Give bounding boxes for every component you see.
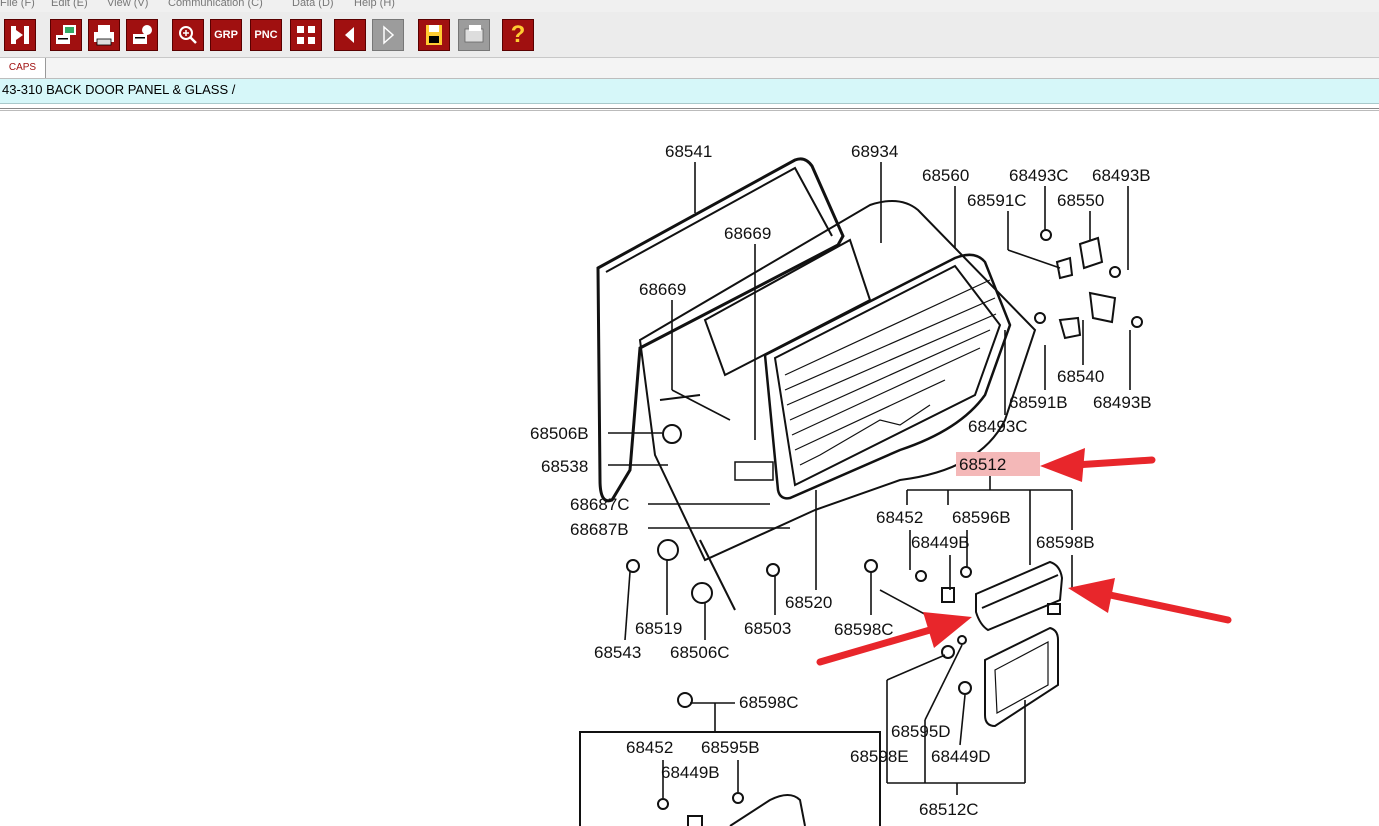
callout-68687b[interactable]: 68687B — [570, 520, 629, 539]
menu-help[interactable]: Help (H) — [354, 0, 395, 9]
zoom-button[interactable] — [172, 19, 204, 51]
callout-68595b[interactable]: 68595B — [701, 738, 760, 757]
print-setup-button[interactable] — [126, 19, 158, 51]
open-button[interactable] — [458, 19, 490, 51]
callout-68598e[interactable]: 68598E — [850, 747, 909, 766]
callout-68520[interactable]: 68520 — [785, 593, 832, 612]
red-arrows — [816, 448, 1232, 666]
callout-68598c[interactable]: 68598C — [834, 620, 894, 639]
grid-icon — [297, 26, 315, 44]
callout-68452-lower[interactable]: 68452 — [626, 738, 673, 757]
callout-68598b[interactable]: 68598B — [1036, 533, 1095, 552]
tab-caps[interactable]: CAPS — [0, 58, 46, 78]
magnifier-icon — [179, 26, 197, 44]
arrowhead-1 — [1040, 448, 1085, 482]
arrow-2 — [1106, 591, 1232, 624]
callout-68543[interactable]: 68543 — [594, 643, 641, 662]
leader-lines — [608, 162, 1131, 798]
printer-icon — [94, 25, 114, 46]
callout-68493c-top[interactable]: 68493C — [1009, 166, 1069, 185]
menu-file[interactable]: File (F) — [0, 0, 35, 9]
arrow-left-icon — [345, 27, 354, 43]
door-drawing — [579, 157, 1143, 826]
tab-strip: CAPS — [0, 58, 1379, 79]
callout-68598c-lower[interactable]: 68598C — [739, 693, 799, 712]
previous-button[interactable] — [334, 19, 366, 51]
divider — [0, 108, 1379, 111]
thumbnails-button[interactable] — [290, 19, 322, 51]
menu-data[interactable]: Data (D) — [292, 0, 334, 9]
callout-68540[interactable]: 68540 — [1057, 367, 1104, 386]
callout-68934[interactable]: 68934 — [851, 142, 898, 161]
callout-labels: 68541 68934 68560 68493C 68493B 68591C 6… — [530, 142, 1152, 819]
callout-68506b[interactable]: 68506B — [530, 424, 589, 443]
callout-68512[interactable]: 68512 — [959, 455, 1006, 474]
callout-68669-a[interactable]: 68669 — [724, 224, 771, 243]
callout-68541[interactable]: 68541 — [665, 142, 712, 161]
callout-68506c[interactable]: 68506C — [670, 643, 730, 662]
help-button[interactable]: ? — [502, 19, 534, 51]
callout-68591b[interactable]: 68591B — [1009, 393, 1068, 412]
exit-button[interactable] — [4, 19, 36, 51]
callout-68493b-right[interactable]: 68493B — [1093, 393, 1152, 412]
page-title: 43-310 BACK DOOR PANEL & GLASS / — [2, 82, 236, 97]
save-button[interactable] — [418, 19, 450, 51]
print-preview-button[interactable] — [50, 19, 82, 51]
callout-68550[interactable]: 68550 — [1057, 191, 1104, 210]
folder-icon — [464, 25, 484, 43]
parts-diagram: 68541 68934 68560 68493C 68493B 68591C 6… — [530, 142, 1232, 826]
callout-68493b-top[interactable]: 68493B — [1092, 166, 1151, 185]
callout-68512c[interactable]: 68512C — [919, 800, 979, 819]
callout-68519[interactable]: 68519 — [635, 619, 682, 638]
arrow-1 — [1071, 456, 1156, 469]
print-setup-icon — [133, 25, 152, 44]
grp-button[interactable]: GRP — [210, 19, 242, 51]
menu-communication[interactable]: Communication (C) — [168, 0, 263, 9]
exit-icon — [11, 26, 29, 44]
callout-68560[interactable]: 68560 — [922, 166, 969, 185]
highlight-68512 — [956, 452, 1040, 476]
print-button[interactable] — [88, 19, 120, 51]
callout-68591c[interactable]: 68591C — [967, 191, 1027, 210]
callout-68687c[interactable]: 68687C — [570, 495, 630, 514]
arrow-3 — [816, 626, 934, 666]
callout-68595d[interactable]: 68595D — [891, 722, 951, 741]
callout-68449b[interactable]: 68449B — [911, 533, 970, 552]
page-title-bar: 43-310 BACK DOOR PANEL & GLASS / — [0, 79, 1379, 104]
callout-68503[interactable]: 68503 — [744, 619, 791, 638]
callout-68493c-mid[interactable]: 68493C — [968, 417, 1028, 436]
toolbar: GRP PNC ? — [0, 12, 1379, 58]
callout-68449b-lower[interactable]: 68449B — [661, 763, 720, 782]
menu-view[interactable]: View (V) — [107, 0, 149, 9]
menu-edit[interactable]: Edit (E) — [51, 0, 88, 9]
callout-68538[interactable]: 68538 — [541, 457, 588, 476]
pnc-button[interactable]: PNC — [250, 19, 282, 51]
callout-68596b[interactable]: 68596B — [952, 508, 1011, 527]
next-button[interactable] — [372, 19, 404, 51]
arrowhead-3 — [923, 612, 972, 648]
arrow-right-icon — [383, 25, 395, 45]
callout-68669-b[interactable]: 68669 — [639, 280, 686, 299]
floppy-icon — [426, 25, 442, 45]
callout-68449d[interactable]: 68449D — [931, 747, 991, 766]
callout-68452[interactable]: 68452 — [876, 508, 923, 527]
print-screen-icon — [56, 25, 76, 44]
arrowhead-2 — [1068, 578, 1115, 613]
menu-bar: File (F) Edit (E) View (V) Communication… — [0, 0, 1379, 12]
